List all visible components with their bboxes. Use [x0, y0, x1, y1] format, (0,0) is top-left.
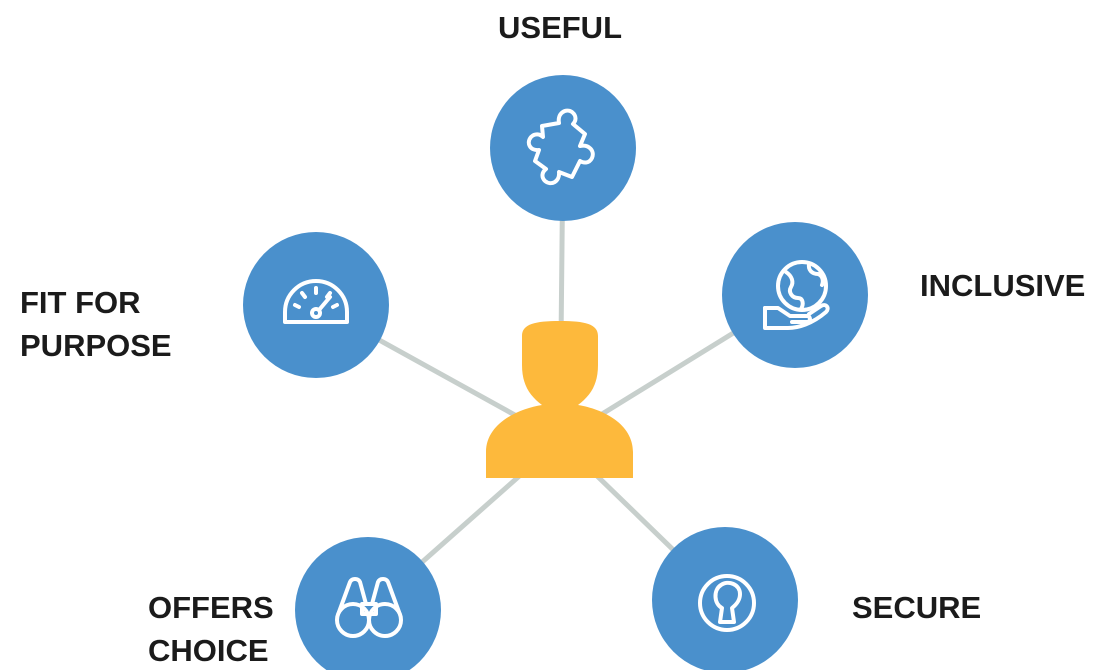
node-useful [490, 75, 636, 221]
label-secure: SECURE [852, 586, 981, 629]
puzzle-piece-icon [526, 108, 595, 186]
label-fit-for-purpose-line-1: FIT FOR [20, 285, 141, 320]
label-useful: USEFUL [498, 6, 622, 49]
person-icon [486, 321, 633, 478]
node-inclusive [722, 222, 868, 368]
label-secure-line-1: SECURE [852, 590, 982, 625]
node-offers-choice [295, 537, 441, 670]
binoculars-icon [335, 577, 403, 638]
label-offers-choice: OFFERS CHOICE [148, 586, 274, 672]
keyhole-lock-icon [698, 574, 756, 632]
label-offers-choice-line-1: OFFERS [148, 590, 274, 625]
label-fit-for-purpose-line-2: PURPOSE [20, 328, 172, 363]
label-useful-line-1: USEFUL [498, 10, 622, 45]
label-fit-for-purpose: FIT FOR PURPOSE [20, 281, 172, 367]
globe-in-hand-icon [763, 260, 830, 330]
node-secure [652, 527, 798, 670]
speedometer-icon [283, 279, 349, 324]
label-offers-choice-line-2: CHOICE [148, 633, 269, 668]
node-fit-for-purpose [243, 232, 389, 378]
label-inclusive: INCLUSIVE [920, 264, 1085, 307]
label-inclusive-line-1: INCLUSIVE [920, 268, 1086, 303]
